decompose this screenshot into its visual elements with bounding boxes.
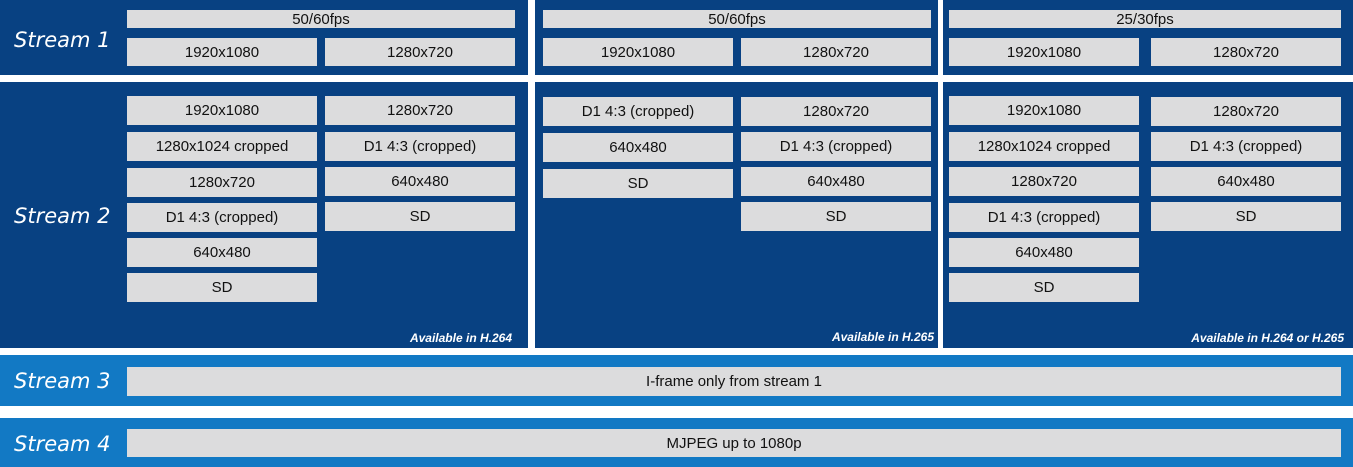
stream1-col1-res-1: 1920x1080	[127, 38, 317, 66]
stream2-col2-right-3: 640x480	[741, 167, 931, 196]
stream1-col2-fps: 50/60fps	[543, 10, 931, 28]
stream2-col2-codec-note: Available in H.265	[831, 330, 934, 344]
stream2-col3-left-2: 1280x1024 cropped	[949, 132, 1139, 161]
stream2-col3-left-4: D1 4:3 (cropped)	[949, 203, 1139, 232]
stream1-col3-res-2: 1280x720	[1151, 38, 1341, 66]
stream2-col2-right-1: 1280x720	[741, 97, 931, 126]
stream2-col1-left-6: SD	[127, 273, 317, 302]
stream2-col1-left-5: 640x480	[127, 238, 317, 267]
stream1-col2-res-2: 1280x720	[741, 38, 931, 66]
stream2-col3-left-1: 1920x1080	[949, 96, 1139, 125]
stream1-col2-res-1: 1920x1080	[543, 38, 733, 66]
stream1-col3-fps: 25/30fps	[949, 10, 1341, 28]
stream2-col1-left-3: 1280x720	[127, 168, 317, 197]
stream1-label: Stream 1	[14, 28, 111, 52]
stream2-col3-left-3: 1280x720	[949, 167, 1139, 196]
stream2-col3-right-3: 640x480	[1151, 167, 1341, 196]
stream2-label-panel	[0, 82, 120, 348]
stream2-col1-right-2: D1 4:3 (cropped)	[325, 132, 515, 161]
stream2-col3-right-4: SD	[1151, 202, 1341, 231]
stream2-col3-codec-note: Available in H.264 or H.265	[1191, 331, 1344, 345]
stream1-col1-res-2: 1280x720	[325, 38, 515, 66]
stream3-description: I-frame only from stream 1	[127, 367, 1341, 396]
stream1-col1-fps: 50/60fps	[127, 10, 515, 28]
stream2-col3-left-5: 640x480	[949, 238, 1139, 267]
stream2-col1-right-1: 1280x720	[325, 96, 515, 125]
stream4-description: MJPEG up to 1080p	[127, 429, 1341, 457]
stream2-col2-left-3: SD	[543, 169, 733, 198]
stream4-label: Stream 4	[14, 432, 111, 456]
stream2-col1-left-4: D1 4:3 (cropped)	[127, 203, 317, 232]
stream2-col1-right-4: SD	[325, 202, 515, 231]
stream2-col1-left-1: 1920x1080	[127, 96, 317, 125]
stream1-col3-res-1: 1920x1080	[949, 38, 1139, 66]
stream2-col1-right-3: 640x480	[325, 167, 515, 196]
stream2-col2-left-1: D1 4:3 (cropped)	[543, 97, 733, 126]
stream2-label: Stream 2	[14, 204, 111, 228]
stream2-col2-left-2: 640x480	[543, 133, 733, 162]
stream1-label-panel	[0, 0, 120, 75]
stream2-col2-right-4: SD	[741, 202, 931, 231]
stream2-col3-right-1: 1280x720	[1151, 97, 1341, 126]
stream3-label: Stream 3	[14, 369, 111, 393]
stream2-col3-right-2: D1 4:3 (cropped)	[1151, 132, 1341, 161]
stream2-col2-right-2: D1 4:3 (cropped)	[741, 132, 931, 161]
stream2-col1-left-2: 1280x1024 cropped	[127, 132, 317, 161]
stream2-col1-codec-note: Available in H.264	[409, 331, 512, 345]
stream2-col3-left-6: SD	[949, 273, 1139, 302]
